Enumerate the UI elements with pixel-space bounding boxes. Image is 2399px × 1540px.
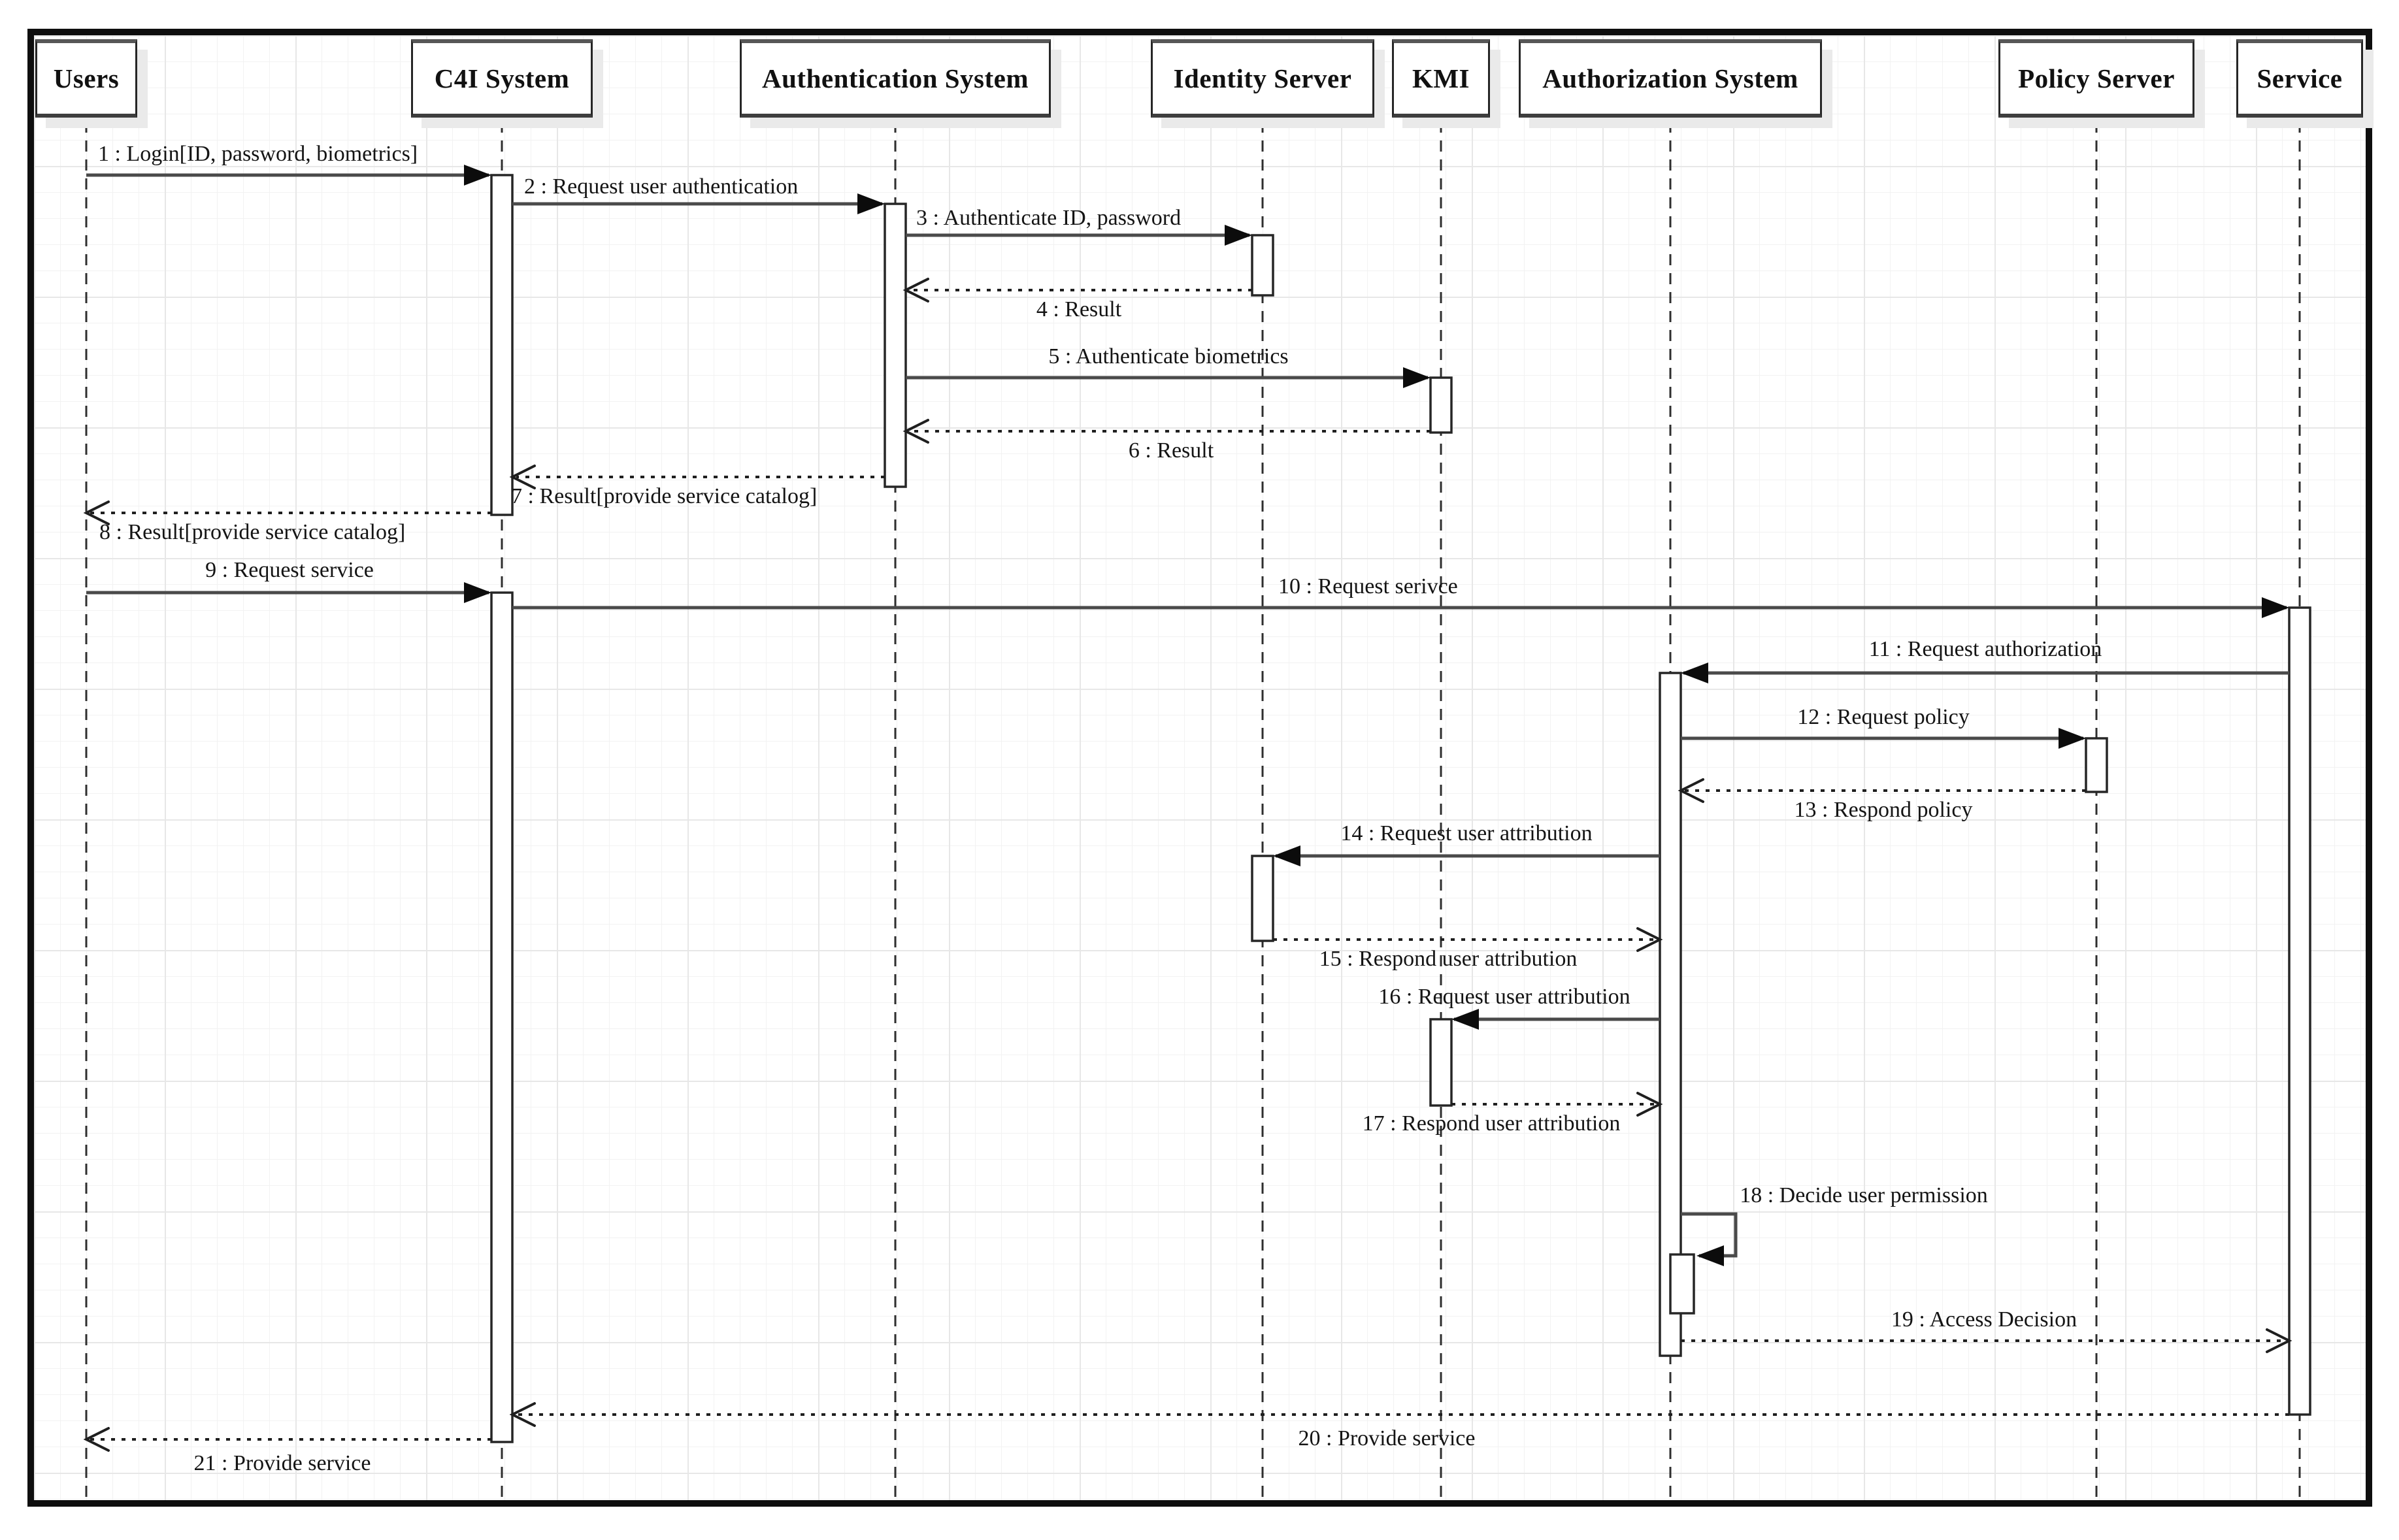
message-label-1: 1 : Login[ID, password, biometrics] <box>98 142 418 166</box>
activation-identity-2 <box>1251 855 1274 942</box>
message-label-9: 9 : Request service <box>205 558 374 582</box>
message-label-10: 10 : Request serivce <box>1278 574 1458 598</box>
message-label-14: 14 : Request user attribution <box>1340 821 1593 845</box>
actor-box-identity-server: Identity Server <box>1151 39 1374 118</box>
arrowhead-5 <box>1403 367 1431 388</box>
activation-authorization-nested <box>1669 1253 1695 1315</box>
arrowhead-10 <box>2262 597 2289 618</box>
message-label-19: 19 : Access Decision <box>1891 1307 2077 1332</box>
activation-authorization <box>1659 672 1682 1357</box>
activation-c4i-2 <box>490 591 514 1443</box>
message-label-4: 4 : Result <box>1036 297 1122 321</box>
arrowhead-13 <box>1678 778 1704 803</box>
message-label-2: 2 : Request user authentication <box>524 174 799 199</box>
arrowhead-11 <box>1681 663 1708 683</box>
actor-box-service: Service <box>2236 39 2363 118</box>
message-label-11: 11 : Request authorization <box>1868 637 2102 661</box>
activation-c4i-1 <box>490 174 514 516</box>
arrowhead-9 <box>464 582 491 603</box>
arrowhead-2 <box>857 193 885 214</box>
actor-box-authentication-system: Authentication System <box>740 39 1051 118</box>
arrowhead-18 <box>1696 1245 1724 1266</box>
message-label-21: 21 : Provide service <box>193 1451 371 1475</box>
actor-box-c4i-system: C4I System <box>411 39 593 118</box>
actor-box-policy-server: Policy Server <box>1998 39 2194 118</box>
message-label-12: 12 : Request policy <box>1797 705 1970 729</box>
message-label-20: 20 : Provide service <box>1298 1426 1476 1450</box>
message-line-18-self-loop <box>1681 1212 1738 1258</box>
activation-policy <box>2085 737 2108 793</box>
arrowhead-15 <box>1636 927 1663 952</box>
arrowhead-21 <box>83 1427 110 1452</box>
message-label-3: 3 : Authenticate ID, password <box>916 206 1182 230</box>
message-label-13: 13 : Respond policy <box>1794 798 1973 822</box>
activation-kmi-2 <box>1429 1018 1453 1107</box>
arrowhead-20 <box>509 1402 536 1427</box>
diagram-frame <box>27 29 2372 1507</box>
arrowhead-3 <box>1225 225 1252 246</box>
arrowhead-16 <box>1451 1009 1479 1030</box>
message-label-16: 16 : Request user attribution <box>1378 985 1630 1009</box>
activation-service <box>2288 606 2311 1416</box>
activation-identity-1 <box>1251 234 1274 297</box>
actor-box-kmi: KMI <box>1392 39 1490 118</box>
message-label-8: 8 : Result[provide service catalog] <box>99 520 406 544</box>
arrowhead-7 <box>509 465 536 489</box>
actor-box-authorization-system: Authorization System <box>1519 39 1822 118</box>
message-label-6: 6 : Result <box>1128 438 1214 463</box>
activation-kmi-1 <box>1429 376 1453 434</box>
message-label-17: 17 : Respond user attribution <box>1362 1111 1621 1136</box>
message-label-18: 18 : Decide user permission <box>1740 1183 1988 1207</box>
arrowhead-1 <box>464 165 491 186</box>
actor-box-users: Users <box>35 39 137 118</box>
arrowhead-19 <box>2266 1328 2292 1353</box>
arrowhead-14 <box>1273 845 1300 866</box>
message-label-7: 7 : Result[provide service catalog] <box>511 484 818 508</box>
message-label-5: 5 : Authenticate biometrics <box>1048 344 1289 369</box>
arrowhead-17 <box>1636 1092 1663 1117</box>
arrowhead-12 <box>2059 728 2086 749</box>
arrowhead-6 <box>902 419 929 444</box>
arrowhead-8 <box>83 500 110 525</box>
activation-authentication <box>884 203 907 488</box>
arrowhead-4 <box>902 278 929 303</box>
message-label-15: 15 : Respond user attribution <box>1319 947 1578 971</box>
